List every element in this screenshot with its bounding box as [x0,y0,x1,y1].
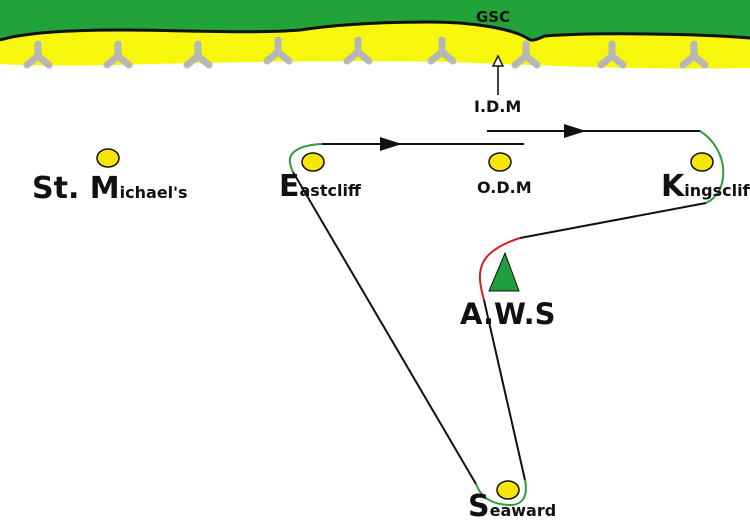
idm-arrow-icon [491,54,505,95]
eastcliff-initial: E [279,169,300,204]
rounding-aws [478,237,521,301]
rounding-eastcliff [288,143,323,173]
groyne-icon [597,40,627,69]
eastcliff-label: Eastcliff [279,172,361,202]
kingscliff-rest: ingscliff [684,181,750,200]
leg-eastcliff-seaward [292,171,477,485]
club-label-gsc: GSC [476,8,511,26]
aws-label: A.W.S [460,297,556,331]
buoy-icon-st-michaels [96,148,120,168]
st-michaels-initial: M [89,171,120,206]
groyne-icon [511,40,541,69]
groyne-icon [427,36,457,65]
groyne-icon [679,40,709,69]
course-route [288,130,725,507]
buoy-icon-seaward [496,480,520,500]
groyne-icon [23,40,53,69]
rounding-seaward [475,479,527,507]
buoy-markers [96,148,714,500]
groyne-icon [103,40,133,69]
direction-arrow-icon [380,137,402,151]
leg-aws-kingscliff [519,202,707,239]
buoy-icon-eastcliff [301,152,325,172]
groyne-icon [263,36,293,65]
odm-label: O.D.M [477,178,532,197]
idm-label: I.D.M [474,97,522,116]
st-michaels-label: St. Michael's [32,174,188,204]
groyne-row [23,36,709,69]
seaward-rest: eaward [489,501,557,520]
kingscliff-label: Kingscliff [661,172,750,202]
st-michaels-rest: ichael's [119,183,188,202]
aws-triangle-icon [488,251,520,292]
buoy-icon-odm [488,152,512,172]
eastcliff-rest: astcliff [299,181,361,200]
groyne-icon [343,36,373,65]
rounding-kingscliff [699,130,725,204]
kingscliff-initial: K [661,169,685,204]
beach [0,22,750,69]
direction-arrow-icon [564,124,586,138]
leg-seaward-aws [483,299,526,481]
buoy-icon-kingscliff [690,152,714,172]
seaward-label: Seaward [468,492,556,522]
groyne-icon [183,40,213,69]
seaward-initial: S [468,489,490,524]
st-michaels-prefix: St. [32,171,90,206]
shoreline [0,20,750,42]
